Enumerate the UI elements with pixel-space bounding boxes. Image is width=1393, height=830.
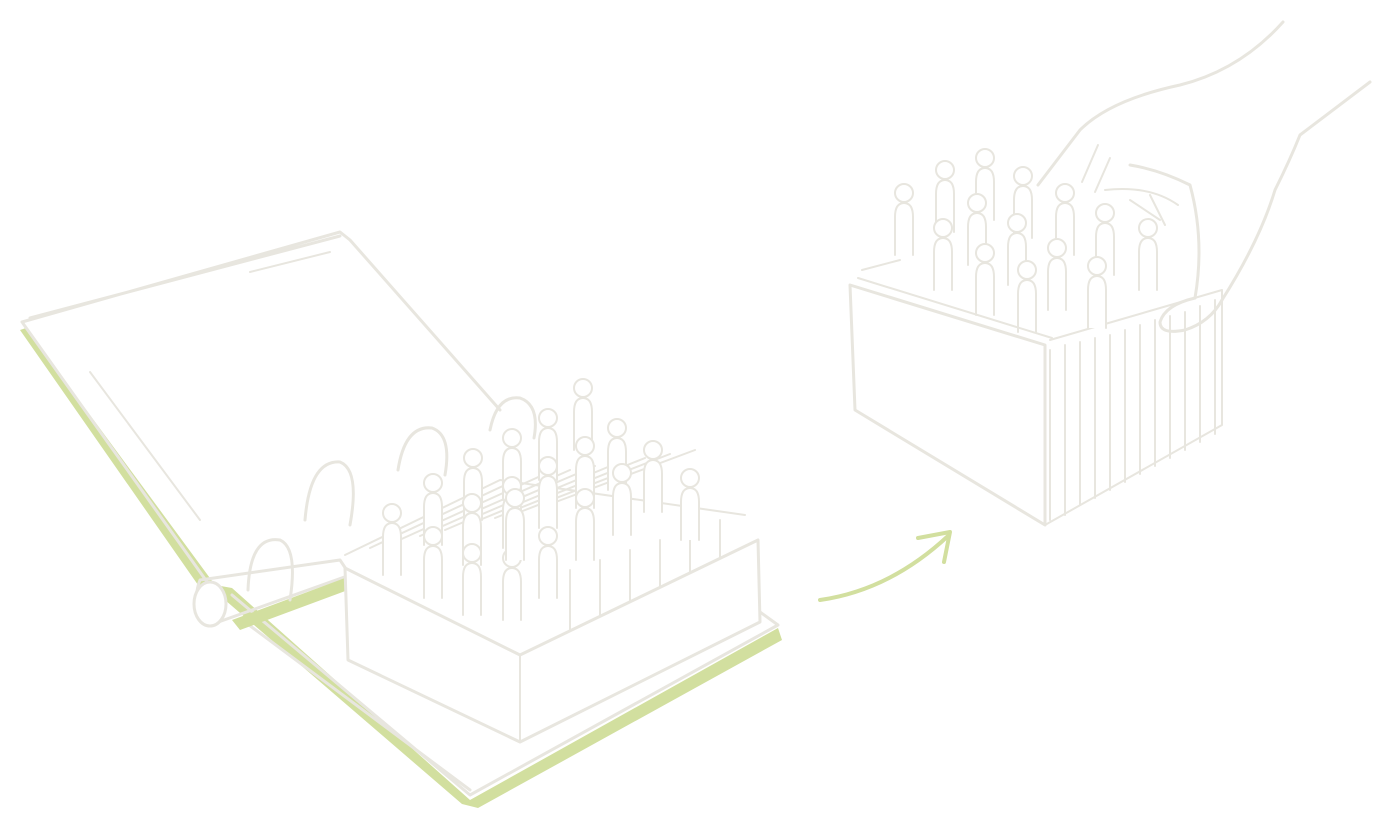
binder-ring-icon — [396, 426, 449, 477]
removed-stack-front — [848, 283, 1047, 527]
binder-ring-icon — [303, 460, 355, 527]
removed-figures — [894, 148, 1158, 333]
binder-spine-end — [192, 580, 228, 628]
binder-back-cover — [230, 593, 780, 797]
hand-icon — [1036, 20, 1372, 333]
binder-cover-highlight — [89, 251, 331, 521]
binder-ring-icon — [246, 538, 294, 602]
binder-rings — [246, 396, 537, 602]
removed-card-stack — [848, 148, 1223, 527]
binder-card-stack — [343, 378, 762, 744]
curved-arrow-right-icon — [818, 530, 952, 602]
binder-ring-icon — [488, 396, 537, 440]
binder-front-cover — [20, 230, 502, 588]
binder-illustration — [20, 230, 782, 808]
binder-figures — [382, 378, 700, 621]
